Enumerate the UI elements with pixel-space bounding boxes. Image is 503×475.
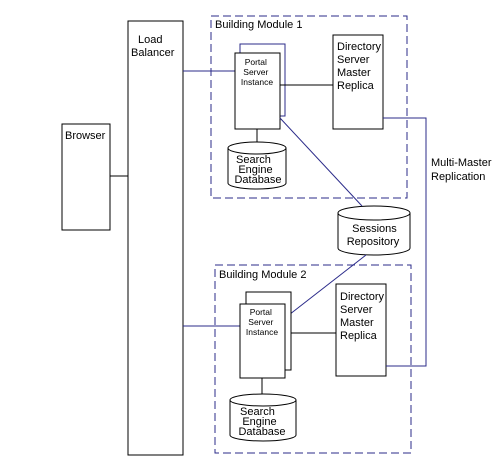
search-engine-db-2	[229, 393, 297, 442]
search-engine-db-2-label: Search Engine Database	[238, 406, 285, 438]
sessions-repository-db	[337, 205, 411, 256]
portal-server-1-label: Portal Server Instance	[241, 57, 273, 87]
portal-server-2-label: Portal Server Instance	[246, 307, 278, 337]
search-engine-db-1-label: Search Engine Database	[234, 154, 281, 186]
directory-server-2-label: Directory Server Master Replica	[340, 291, 387, 342]
search-engine-db-1	[227, 141, 287, 190]
building-module-2-title: Building Module 2	[219, 269, 306, 281]
directory-server-2-box	[335, 283, 387, 377]
building-module-1-title: Building Module 1	[215, 19, 302, 31]
replication-connector	[383, 117, 427, 367]
directory-server-1-label: Directory Server Master Replica	[337, 41, 384, 92]
browser-label: Browser	[65, 130, 106, 142]
building-module-2	[214, 264, 412, 454]
replication-label: Multi-Master Replication	[431, 157, 495, 183]
portal1-sessions-connector	[279, 117, 363, 207]
load-balancer-box	[127, 20, 184, 456]
sessions-repository-label: Sessions Repository	[347, 223, 400, 248]
load-balancer-label: Load Balancer	[131, 34, 175, 59]
directory-server-1-box	[332, 34, 384, 130]
portal2-sessions-connector	[284, 254, 367, 319]
portal-server-2-box	[239, 303, 286, 379]
browser-box	[61, 123, 111, 231]
building-module-1	[210, 15, 408, 199]
